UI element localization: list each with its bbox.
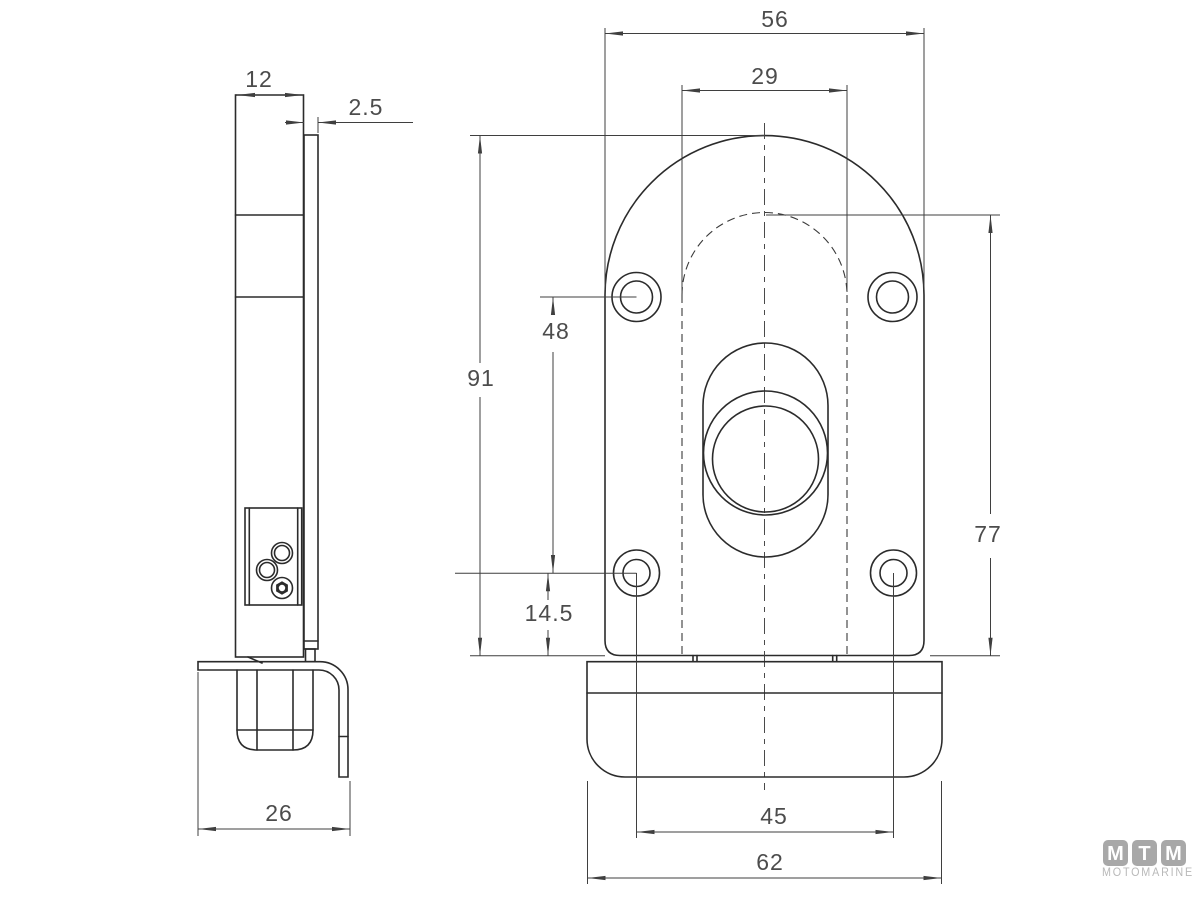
side-screw-1-outer <box>270 541 294 565</box>
dim-bottom-hole-offset-text: 14.5 <box>525 600 574 626</box>
dim-side-width: 12 <box>237 66 303 98</box>
dim-overall-height-text: 91 <box>467 365 495 391</box>
side-latch-hook <box>236 669 314 751</box>
cylinder-ring-outer <box>702 390 829 516</box>
dim-body-height-text: 77 <box>974 521 1002 547</box>
dim-hole-vertical-spacing: 48 <box>540 296 637 573</box>
dim-plate-thickness: 2.5 <box>285 94 413 133</box>
logo-tile-3 <box>1161 840 1186 866</box>
dim-body-height: 77 <box>766 214 1002 657</box>
hole-top-right-outer <box>867 271 918 323</box>
dim-hole-horizontal-spacing: 45 <box>636 573 894 838</box>
dim-bracket-depth-text: 26 <box>265 800 293 826</box>
front-cylinder <box>702 342 829 558</box>
hole-top-right-inner <box>875 280 910 314</box>
side-plate-strip <box>303 134 319 663</box>
front-view: 56 29 91 48 14.5 <box>455 6 1002 884</box>
side-screw-2-inner <box>258 561 276 579</box>
logo-subtitle: MOTOMARINE <box>1102 865 1194 879</box>
dim-bottom-hole-offset: 14.5 <box>455 572 637 656</box>
front-plate-outline <box>604 134 925 657</box>
dim-arch-width: 29 <box>681 63 848 292</box>
side-screw-1-inner <box>273 544 291 562</box>
dim-plate-thickness-text: 2.5 <box>349 94 384 120</box>
front-hidden-arch <box>681 212 848 656</box>
dim-hole-vertical-spacing-text: 48 <box>542 318 570 344</box>
logo-tile-3-letter: M <box>1165 843 1182 865</box>
front-base <box>586 654 943 778</box>
dim-bracket-depth: 26 <box>197 672 351 836</box>
logo-tile-1-letter: M <box>1107 843 1124 865</box>
dim-overall-height: 91 <box>467 135 765 657</box>
logo-tile-2-letter: T <box>1138 843 1150 865</box>
side-screw-3-hole <box>278 584 286 592</box>
dim-arch-width-text: 29 <box>751 63 779 89</box>
cylinder-stadium <box>702 342 829 558</box>
side-bracket <box>197 660 349 778</box>
dim-side-width-text: 12 <box>245 66 273 92</box>
dim-overall-width-text: 56 <box>761 6 789 32</box>
cylinder-ring-inner <box>711 405 820 513</box>
side-screw-2-outer <box>255 558 279 582</box>
dim-base-width: 62 <box>587 781 942 884</box>
brand-logo: M T M MOTOMARINE <box>1102 840 1194 879</box>
side-screw-3-outer <box>270 576 294 600</box>
dim-hole-horizontal-spacing-text: 45 <box>760 803 788 829</box>
side-view: 12 2.5 26 <box>197 66 413 836</box>
logo-tile-1 <box>1103 840 1128 866</box>
logo-tile-2 <box>1132 840 1157 866</box>
side-inner-panel <box>244 507 303 606</box>
dim-base-width-text: 62 <box>756 849 784 875</box>
dim-overall-width: 56 <box>604 6 925 290</box>
